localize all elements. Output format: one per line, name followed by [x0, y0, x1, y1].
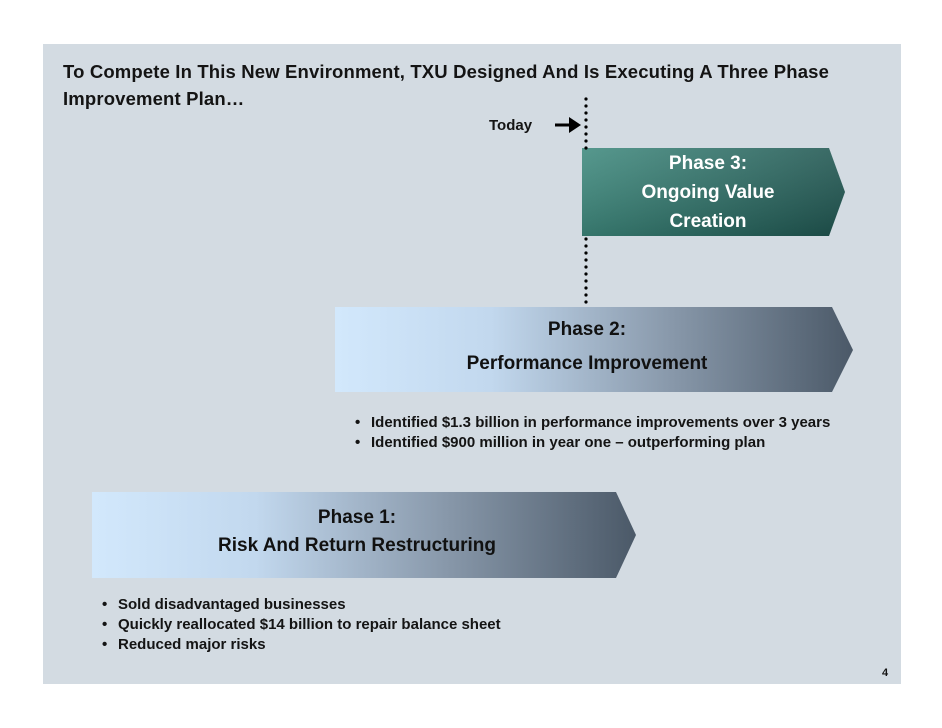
today-label: Today	[489, 117, 533, 134]
phase-2-subtitle: Performance Improvement	[466, 353, 708, 374]
phase-3-line1: Phase 3:	[668, 153, 748, 174]
phase-1-bullets: Sold disadvantaged businesses Quickly re…	[98, 595, 718, 655]
today-arrow-icon	[555, 117, 581, 133]
phase-1-title: Phase 1:	[317, 507, 397, 528]
list-item: Identified $900 million in year one – ou…	[351, 433, 896, 453]
phase-2-arrow	[335, 307, 853, 392]
phase-2-bullets: Identified $1.3 billion in performance i…	[351, 413, 896, 453]
phase-1-subtitle: Risk And Return Restructuring	[218, 535, 496, 556]
slide-title: To Compete In This New Environment, TXU …	[63, 61, 830, 109]
page-number: 4	[882, 667, 889, 679]
phase-3-title: Phase 3: Ongoing Value Creation	[582, 149, 834, 236]
phase-2-title: Phase 2:	[547, 319, 627, 340]
today-dotted-line	[584, 97, 588, 307]
list-item: Reduced major risks	[98, 635, 718, 655]
list-item: Identified $1.3 billion in performance i…	[351, 413, 896, 433]
phase-3-line3: Creation	[669, 211, 747, 232]
list-item: Sold disadvantaged businesses	[98, 595, 718, 615]
list-item: Quickly reallocated $14 billion to repai…	[98, 615, 718, 635]
phase-3-line2: Ongoing Value	[641, 182, 775, 203]
phase-1-arrow	[92, 492, 636, 578]
